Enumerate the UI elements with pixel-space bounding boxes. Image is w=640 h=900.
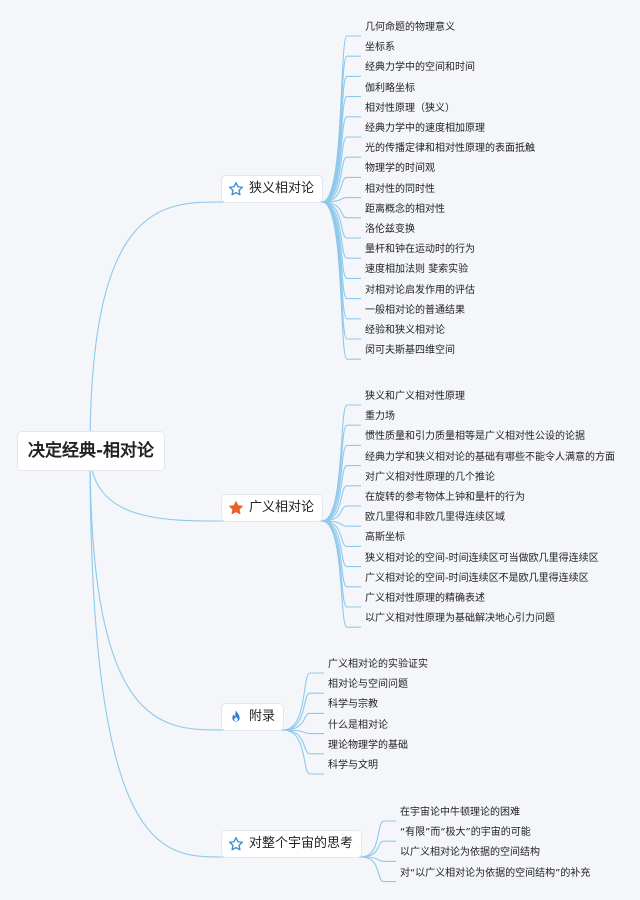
branch-label: 附录 (249, 709, 276, 724)
leaf-item[interactable]: 广义相对性原理的精确表述 (365, 593, 485, 604)
root-node[interactable]: 决定经典-相对论 (18, 432, 165, 470)
branch-leaf-link (321, 201, 361, 360)
leaf-item[interactable]: 闵可夫斯基四维空间 (365, 345, 455, 357)
leaf-item[interactable]: 以广义相对论为依据的空间结构 (400, 847, 540, 859)
leaf-item[interactable]: 距离概念的相对性 (365, 203, 445, 215)
leaf-item[interactable]: 对广义相对性原理的几个推论 (365, 471, 495, 483)
branch-label: 广义相对论 (249, 500, 315, 515)
leaf-item[interactable]: 什么是相对论 (328, 719, 388, 731)
star-filled-icon (228, 500, 244, 516)
branch-leaf-link (321, 197, 361, 203)
flame-icon (228, 709, 244, 725)
leaf-item[interactable]: 速度相加法则 斐索实验 (365, 264, 469, 276)
root-label: 决定经典-相对论 (28, 441, 155, 461)
leaf-item[interactable]: 经典力学和狭义相对论的基础有哪些不能令人满意的方面 (365, 451, 615, 463)
leaf-item[interactable]: 一般相对论的普通结果 (365, 304, 465, 316)
root-branch-link (89, 450, 223, 731)
leaf-item[interactable]: 相对性的同时性 (365, 183, 435, 195)
branch-leaf-link (321, 156, 361, 203)
leaf-item[interactable]: 经验和狭义相对论 (365, 325, 445, 336)
root-branch-link (89, 201, 223, 452)
branch-leaf-link (282, 692, 324, 731)
leaf-item[interactable]: 洛伦兹变换 (365, 224, 415, 235)
leaf-item[interactable]: 对相对论启发作用的评估 (365, 284, 475, 296)
leaf-item[interactable]: 惯性质量和引力质量相等是广义相对性公设的论据 (365, 431, 585, 443)
branch-leaf-link (321, 520, 361, 628)
leaf-item[interactable]: 相对论与空间问题 (328, 679, 408, 691)
leaf-item[interactable]: 经典力学中的速度相加原理 (365, 123, 485, 134)
root-branch-link (89, 450, 223, 858)
branch-general-relativity[interactable]: 广义相对论 (222, 495, 323, 521)
branch-leaf-link (321, 116, 361, 203)
branch-leaf-link (360, 840, 396, 858)
branch-leaf-link (321, 176, 361, 203)
leaf-item[interactable]: 科学与宗教 (328, 699, 378, 711)
leaf-item[interactable]: 坐标系 (365, 42, 395, 54)
leaf-item[interactable]: 欧几里得和非欧几里得连续区域 (365, 512, 505, 524)
leaf-item[interactable]: 在旋转的参考物体上钟和量杆的行为 (365, 492, 525, 503)
leaf-item[interactable]: 物理学的时间观 (365, 163, 435, 175)
branch-leaf-link (321, 485, 361, 522)
leaf-item[interactable]: 高斯坐标 (365, 532, 405, 544)
branch-leaf-link (321, 520, 361, 568)
branch-leaf-link (321, 444, 361, 522)
leaf-item[interactable]: 以广义相对性原理为基础解决地心引力问题 (365, 613, 555, 625)
branch-leaf-link (321, 465, 361, 522)
leaf-item[interactable]: 狭义相对论的空间-时间连续区可当做欧几里得连续区 (365, 552, 599, 564)
leaf-item[interactable]: 伽利略坐标 (365, 82, 415, 94)
branch-leaf-link (282, 729, 324, 775)
branch-leaf-link (360, 856, 396, 883)
branch-leaf-link (321, 75, 361, 203)
leaf-item[interactable]: 对“以广义相对论为依据的空间结构”的补充 (400, 867, 591, 879)
branch-leaf-link (321, 136, 361, 203)
branch-leaf-link (321, 201, 361, 239)
branch-appendix[interactable]: 附录 (222, 704, 284, 730)
branch-universe-thoughts[interactable]: 对整个宇宙的思考 (222, 831, 362, 857)
star-outline-icon (228, 836, 244, 852)
branch-leaf-link (321, 424, 361, 522)
leaf-item[interactable]: 理论物理学的基础 (328, 739, 408, 751)
leaf-item[interactable]: 量杆和钟在运动时的行为 (365, 244, 475, 256)
branch-leaf-link (321, 55, 361, 203)
branch-leaf-link (282, 672, 324, 731)
branch-leaf-link (321, 96, 361, 203)
branch-label: 对整个宇宙的思考 (249, 836, 354, 851)
leaf-item[interactable]: 在宇宙论中牛顿理论的困难 (400, 807, 520, 818)
leaf-item[interactable]: 重力场 (365, 411, 395, 423)
branch-leaf-link (360, 820, 396, 858)
star-outline-icon (228, 181, 244, 197)
branch-leaf-link (321, 404, 361, 522)
leaf-item[interactable]: 狭义和广义相对性原理 (365, 391, 465, 402)
leaf-item[interactable]: 几何命题的物理意义 (365, 22, 455, 33)
branch-label: 狭义相对论 (249, 181, 315, 196)
leaf-item[interactable]: 光的传播定律和相对性原理的表面抵触 (365, 143, 535, 155)
leaf-item[interactable]: 经典力学中的空间和时间 (365, 62, 475, 74)
leaf-item[interactable]: “有限”而“极大”的宇宙的可能 (400, 827, 531, 839)
branch-leaf-link (282, 712, 324, 731)
leaf-item[interactable]: 广义相对论的空间-时间连续区不是欧几里得连续区 (365, 572, 589, 584)
branch-special-relativity[interactable]: 狭义相对论 (222, 176, 323, 202)
branch-leaf-link (321, 505, 361, 522)
leaf-item[interactable]: 广义相对论的实验证实 (328, 659, 428, 670)
root-branch-link (89, 450, 223, 522)
leaf-item[interactable]: 相对性原理（狭义） (365, 102, 455, 114)
leaf-item[interactable]: 科学与文明 (328, 760, 378, 771)
